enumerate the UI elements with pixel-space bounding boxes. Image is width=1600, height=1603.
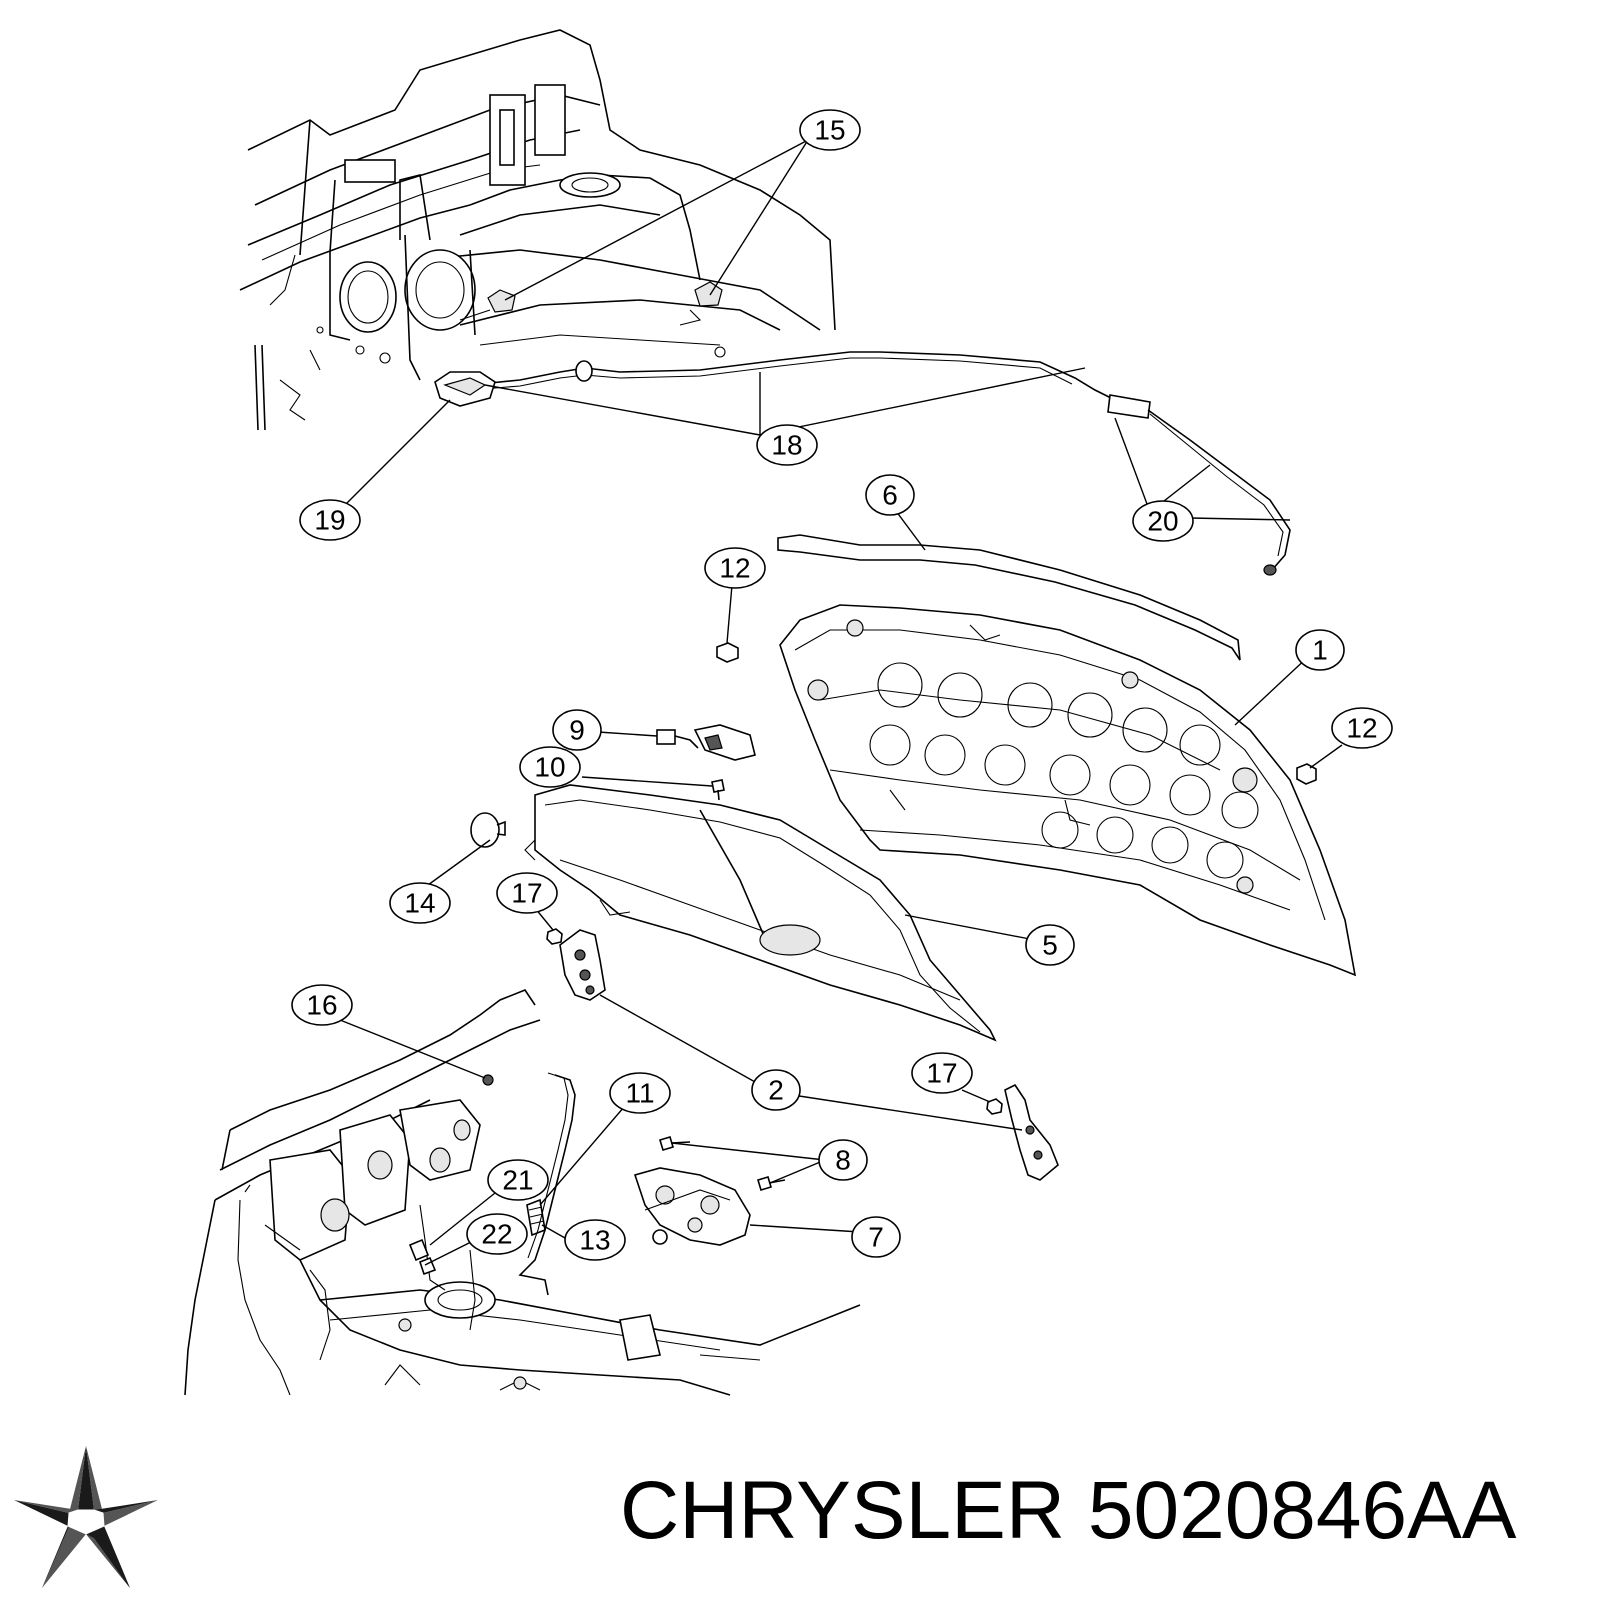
svg-text:7: 7 <box>868 1222 884 1253</box>
hood-ajar-switch <box>656 724 756 761</box>
callout-14: 14 <box>389 882 451 924</box>
hood-reinforcement-holes <box>869 662 1259 879</box>
front-end-structure <box>184 989 861 1396</box>
svg-text:1: 1 <box>1312 635 1328 666</box>
svg-text:19: 19 <box>314 505 345 536</box>
svg-text:17: 17 <box>511 878 542 909</box>
cowl-firewall-drawing <box>239 29 836 431</box>
svg-text:5: 5 <box>1042 930 1058 961</box>
callout-10: 10 <box>519 746 581 788</box>
hood-latch <box>633 1167 751 1246</box>
part-number: 5020846AA <box>1087 1465 1517 1556</box>
hood-panel <box>779 604 1357 977</box>
nut-12-upper <box>716 642 739 663</box>
hood-release-cable <box>434 351 1291 576</box>
prop-rod-spring <box>526 1198 546 1237</box>
svg-text:18: 18 <box>771 430 802 461</box>
hood-hinge-left <box>559 929 606 1001</box>
svg-text:17: 17 <box>926 1058 957 1089</box>
callout-13: 13 <box>564 1219 626 1261</box>
hood-hinge-right <box>1004 1083 1059 1181</box>
callout-6: 6 <box>865 474 915 516</box>
callout-1: 1 <box>1295 629 1345 671</box>
svg-text:21: 21 <box>502 1165 533 1196</box>
nut-12-right <box>1296 763 1317 785</box>
brand-name: CHRYSLER <box>620 1465 1066 1556</box>
callout-5: 5 <box>1025 924 1075 966</box>
svg-text:8: 8 <box>835 1145 851 1176</box>
nut-17-left <box>546 928 563 945</box>
callout-21: 21 <box>487 1159 549 1201</box>
hood-seal <box>777 534 1241 661</box>
callout-8: 8 <box>818 1139 868 1181</box>
svg-text:2: 2 <box>768 1075 784 1106</box>
brand-part-number-title: CHRYSLER 5020846AA <box>620 1470 1580 1552</box>
callout-17-left: 17 <box>496 872 558 914</box>
leader-lines <box>339 139 1343 1266</box>
callout-18: 18 <box>756 424 818 466</box>
prop-rod <box>518 1072 576 1296</box>
callout-9: 9 <box>552 709 602 751</box>
svg-text:10: 10 <box>534 752 565 783</box>
callout-19: 19 <box>299 499 361 541</box>
callout-20: 20 <box>1132 500 1194 542</box>
push-pin-14 <box>470 812 506 848</box>
callout-15: 15 <box>799 109 861 151</box>
callout-11: 11 <box>609 1072 671 1114</box>
svg-text:20: 20 <box>1147 506 1178 537</box>
svg-text:9: 9 <box>569 715 585 746</box>
callout-22: 22 <box>466 1213 528 1255</box>
callout-12-upper: 12 <box>704 547 766 589</box>
chrysler-pentastar-icon <box>6 1438 166 1598</box>
pentastar-segments <box>14 1446 158 1588</box>
svg-text:12: 12 <box>1346 713 1377 744</box>
screw-10 <box>711 779 725 801</box>
callout-17-right: 17 <box>911 1052 973 1094</box>
callout-2: 2 <box>751 1069 801 1111</box>
hood-insulator <box>524 784 997 1042</box>
nut-17-right <box>986 1098 1003 1115</box>
callout-16: 16 <box>291 984 353 1026</box>
svg-text:6: 6 <box>882 480 898 511</box>
svg-text:11: 11 <box>625 1078 654 1109</box>
svg-text:16: 16 <box>306 990 337 1021</box>
svg-text:22: 22 <box>481 1219 512 1250</box>
callout-7: 7 <box>851 1216 901 1258</box>
svg-text:14: 14 <box>404 888 435 919</box>
svg-text:15: 15 <box>814 115 845 146</box>
callout-12-right: 12 <box>1331 707 1393 749</box>
svg-text:12: 12 <box>719 553 750 584</box>
svg-text:13: 13 <box>579 1225 610 1256</box>
